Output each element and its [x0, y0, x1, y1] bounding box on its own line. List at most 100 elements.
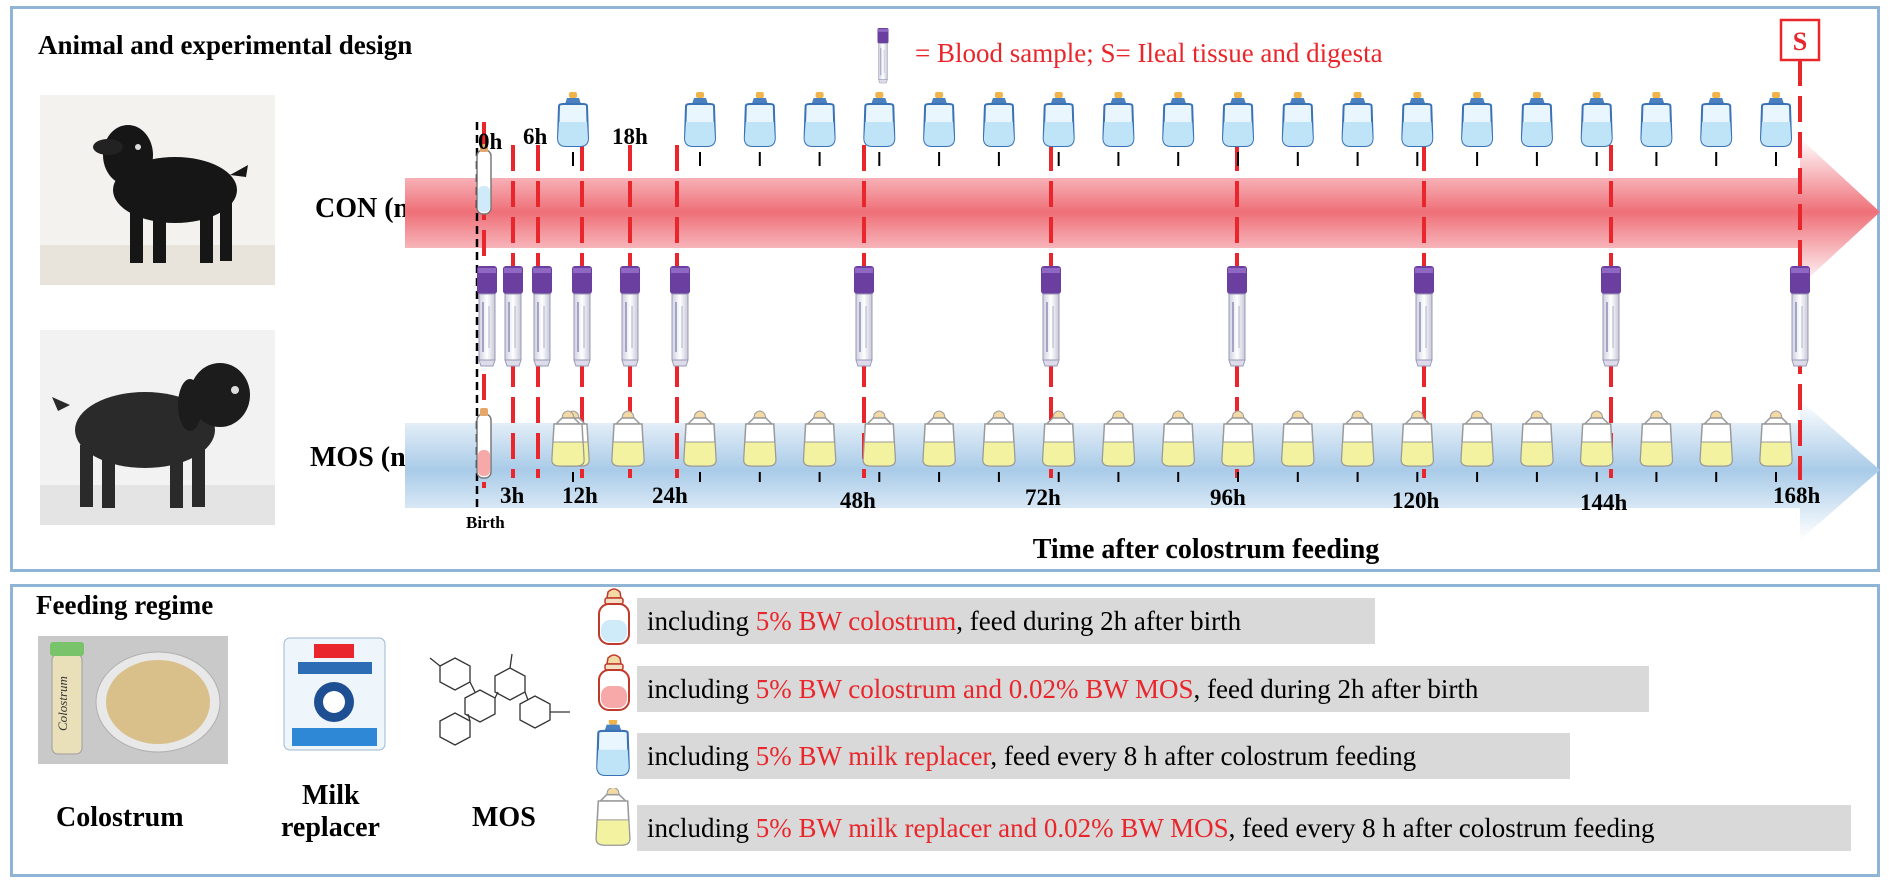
legend-text: including	[647, 741, 756, 771]
legend-row-milk-replacer: including 5% BW milk replacer, feed ever…	[637, 733, 1570, 779]
legend-colostrum-bottle-icon	[598, 588, 630, 645]
legend-colostrum-mos-bottle-icon	[598, 654, 630, 711]
legend-text: , feed every 8 h after colostrum feeding	[990, 741, 1417, 771]
blood-tube-icon	[853, 265, 875, 367]
mos-bottle-icon	[1400, 410, 1435, 482]
blood-sample-key-text: = Blood sample; S= Ileal tissue and dige…	[915, 38, 1383, 68]
time-label-120h: 120h	[1392, 488, 1440, 513]
legend-highlight: 5% BW milk replacer and 0.02% BW MOS	[755, 813, 1229, 843]
con-bottle-icon	[1520, 91, 1553, 166]
mos-bottle-icon	[1161, 410, 1195, 482]
mos-structure-icon	[429, 653, 570, 746]
mos-bottle-icon	[1281, 410, 1315, 482]
mos-bottle-icon	[743, 410, 777, 482]
legend-milk-replacer-mos-bottle-icon	[595, 788, 631, 846]
blood-tube-icon	[1226, 265, 1248, 367]
time-label-6h: 6h	[523, 124, 548, 149]
legend-text: including	[647, 813, 756, 843]
con-bottle-icon	[982, 91, 1015, 166]
con-goat-photo	[40, 95, 275, 285]
legend-text: , feed during 2h after birth	[956, 606, 1242, 636]
time-label-72h: 72h	[1025, 485, 1061, 510]
colostrum-photo: Colostrum	[38, 636, 228, 764]
birth-label: Birth	[466, 513, 505, 532]
mos-bottle-icon	[1759, 410, 1793, 482]
time-label-24h: 24h	[652, 483, 688, 508]
s-marker-box	[1779, 18, 1821, 62]
mos-bottle-icon	[683, 410, 717, 482]
mos-milk-bottles	[551, 410, 1793, 482]
mos-bottle-icon	[1221, 410, 1255, 482]
mos-bottle-icon	[922, 410, 956, 482]
legend-row-colostrum-mos: including 5% BW colostrum and 0.02% BW M…	[637, 666, 1649, 712]
milk-replacer-label-1: Milk	[302, 780, 360, 811]
mos-bottle-icon	[1101, 410, 1136, 482]
mos-bottle-icon	[982, 410, 1016, 482]
con-bottle-icon	[743, 91, 776, 166]
blood-tube-icon	[1413, 265, 1435, 367]
legend-text: , feed during 2h after birth	[1193, 674, 1479, 704]
time-label-96h: 96h	[1210, 485, 1246, 510]
con-bottle-icon	[923, 91, 956, 166]
con-bottle-icon	[1401, 91, 1434, 166]
time-label-12h: 12h	[562, 483, 598, 508]
con-bottle-icon	[1102, 91, 1135, 166]
mos-bottle-icon	[1041, 410, 1076, 482]
con-bottle-icon	[1341, 91, 1374, 166]
blood-tube-key-icon	[877, 27, 889, 84]
time-label-48h: 48h	[840, 488, 876, 513]
blood-tube-icon	[571, 265, 593, 367]
blood-tube-icon	[669, 265, 691, 367]
mos-colostrum-bottle-icon	[476, 408, 492, 479]
con-colostrum-bottle-icon	[476, 144, 492, 215]
mos-bottle-icon	[802, 410, 837, 482]
colostrum-label: Colostrum	[56, 802, 184, 833]
time-label-18h: 18h	[612, 124, 648, 149]
con-timeline-arrow	[405, 138, 1880, 286]
legend-text: including	[647, 674, 756, 704]
mos-bottle-icon	[1460, 410, 1494, 482]
x-axis-label: Time after colostrum feeding	[1033, 534, 1380, 565]
milk-replacer-package	[283, 637, 386, 751]
mos-bottle-icon	[1340, 410, 1375, 482]
blood-tube-icon	[502, 265, 524, 367]
con-bottle-icon	[1640, 91, 1673, 166]
con-bottle-icon	[1760, 91, 1792, 166]
con-bottle-icon	[557, 91, 589, 166]
design-title: Animal and experimental design	[38, 30, 413, 60]
con-bottle-icon	[1461, 91, 1494, 166]
blood-tube-icon	[531, 265, 553, 367]
legend-text: including	[647, 606, 756, 636]
mos-label: MOS	[472, 802, 536, 833]
con-bottle-icon	[1162, 91, 1195, 166]
time-label-168h: 168h	[1773, 483, 1821, 508]
legend-highlight: 5% BW milk replacer	[755, 741, 991, 771]
legend-highlight: 5% BW colostrum	[755, 606, 957, 636]
mos-bottle-icon	[1639, 410, 1674, 482]
blood-tube-icon	[476, 265, 498, 367]
con-bottle-icon	[1580, 91, 1613, 166]
mos-bottle-icon	[1579, 410, 1614, 482]
legend-milk-replacer-bottle-icon	[596, 720, 630, 776]
con-bottle-icon	[684, 91, 716, 166]
legend-highlight: 5% BW colostrum and 0.02% BW MOS	[755, 674, 1194, 704]
legend-text: , feed every 8 h after colostrum feeding	[1228, 813, 1655, 843]
colostrum-tube-text: Colostrum	[55, 676, 70, 731]
time-label-3h: 3h	[500, 483, 525, 508]
mos-bottle-icon	[556, 410, 590, 482]
mos-bottle-icon	[611, 410, 645, 467]
legend-row-colostrum: including 5% BW colostrum, feed during 2…	[637, 598, 1375, 644]
legend-row-milk-replacer-mos: including 5% BW milk replacer and 0.02% …	[637, 805, 1851, 851]
s-marker-label: S	[1793, 27, 1807, 56]
blood-tube-icon	[1789, 265, 1811, 367]
time-label-0h: 0h	[478, 129, 503, 154]
timeline-diagram: S = Blood sample; S= Ileal tissue and di…	[405, 18, 1880, 565]
con-bottle-icon	[863, 91, 896, 166]
blood-tube-icon	[1040, 265, 1062, 367]
time-label-144h: 144h	[1580, 490, 1628, 515]
blood-tube-icon	[1600, 265, 1622, 367]
mos-bottle-icon	[862, 410, 897, 482]
con-bottle-icon	[1281, 91, 1314, 166]
con-milk-bottles	[557, 91, 1792, 166]
mos-goat-photo	[40, 330, 275, 525]
